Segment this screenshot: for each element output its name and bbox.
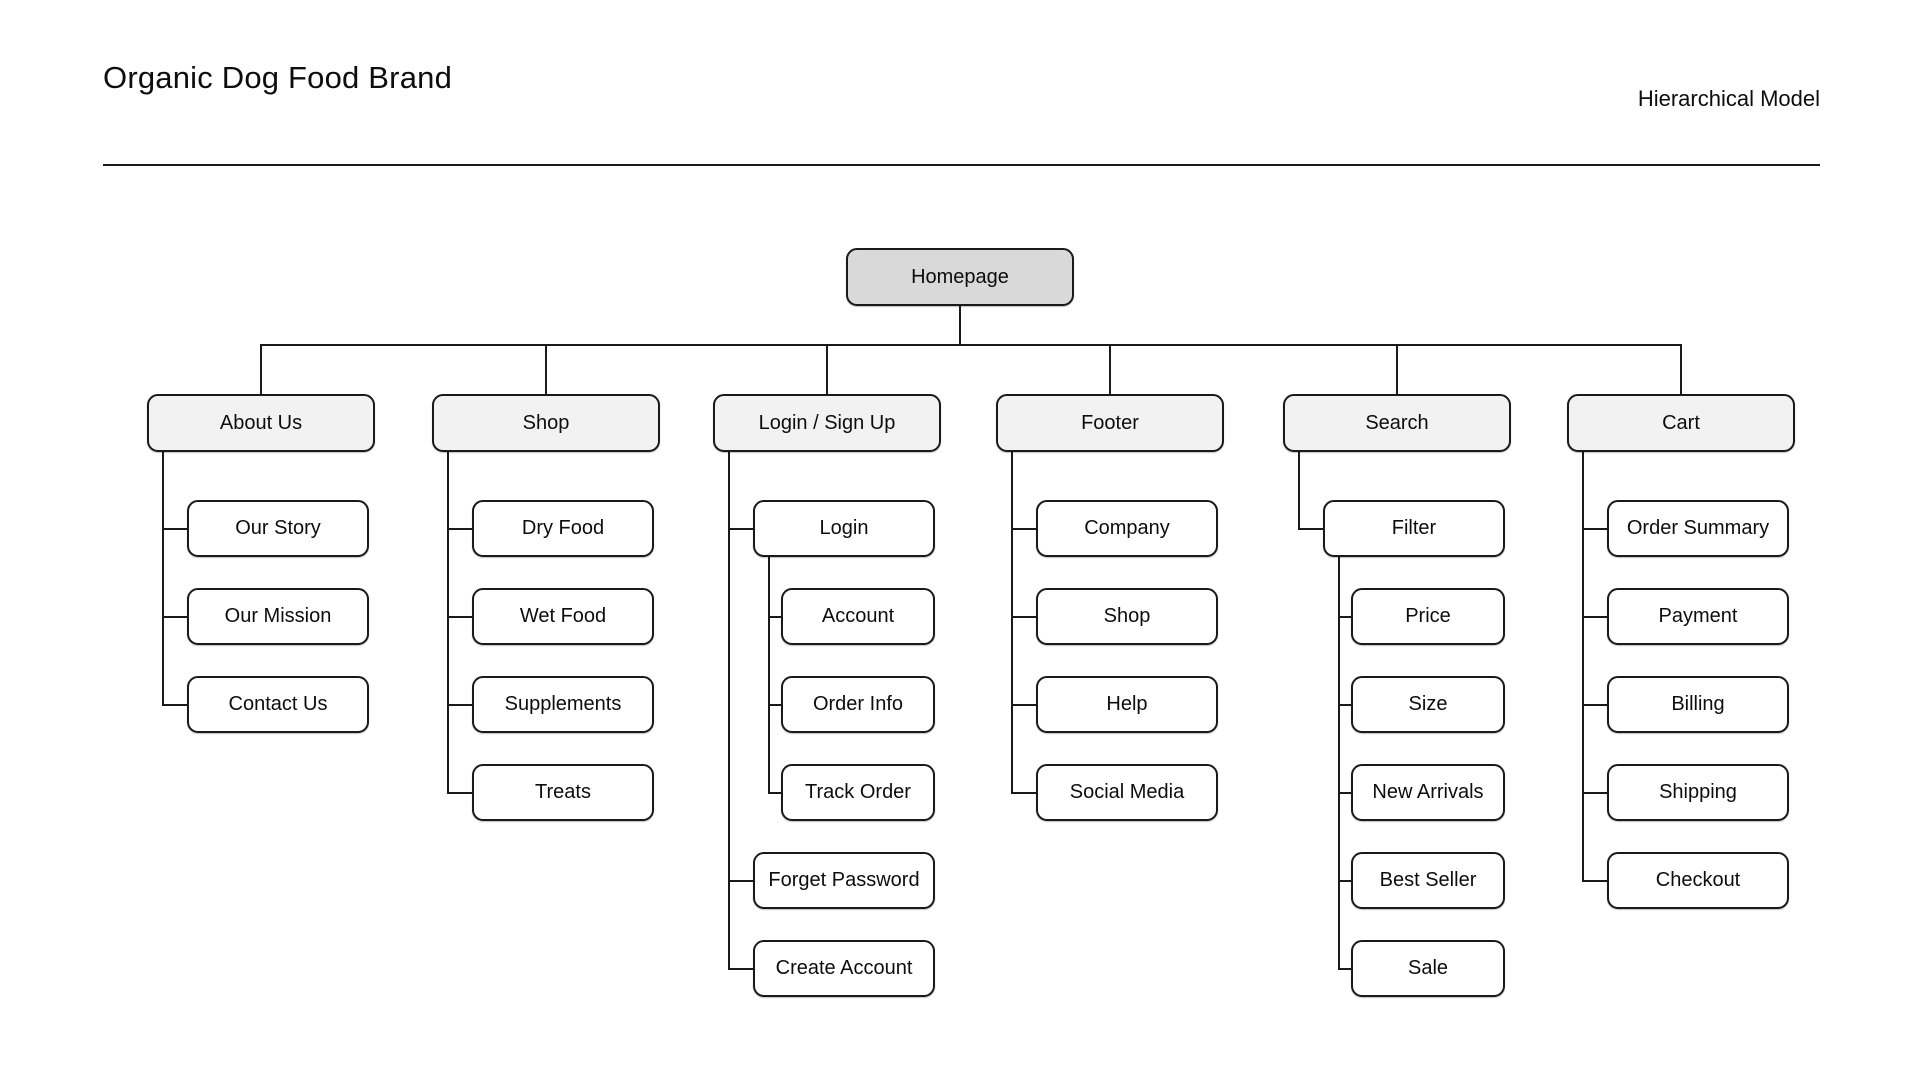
node-price[interactable]: Price [1351, 588, 1505, 645]
connector-elbow [1011, 792, 1038, 794]
node-footer[interactable]: Footer [996, 394, 1224, 452]
node-shipping[interactable]: Shipping [1607, 764, 1789, 821]
connector-stub-footer [1109, 344, 1111, 396]
page-title: Organic Dog Food Brand [103, 60, 453, 95]
node-forget-password[interactable]: Forget Password [753, 852, 935, 909]
node-our-mission[interactable]: Our Mission [187, 588, 369, 645]
connector-subtrunk-login [768, 555, 770, 794]
connector-elbow [1582, 792, 1609, 794]
node-company[interactable]: Company [1036, 500, 1218, 557]
connector-elbow [1011, 528, 1038, 530]
node-shop[interactable]: Shop [432, 394, 660, 452]
connector-elbow [1582, 528, 1609, 530]
node-size[interactable]: Size [1351, 676, 1505, 733]
connector-stub-login [826, 344, 828, 396]
connector-elbow [447, 528, 474, 530]
node-new-arrivals[interactable]: New Arrivals [1351, 764, 1505, 821]
connector-elbow [162, 616, 189, 618]
node-create-account[interactable]: Create Account [753, 940, 935, 997]
connector-elbow [768, 616, 783, 618]
connector-trunk-search [1298, 450, 1300, 530]
connector-subtrunk-filter [1338, 555, 1340, 970]
node-filter[interactable]: Filter [1323, 500, 1505, 557]
connector-root-stub [959, 306, 961, 346]
node-login-sign-up[interactable]: Login / Sign Up [713, 394, 941, 452]
node-login[interactable]: Login [753, 500, 935, 557]
connector-stub-cart [1680, 344, 1682, 396]
node-track-order[interactable]: Track Order [781, 764, 935, 821]
connector-elbow [1582, 880, 1609, 882]
connector-trunk-cart [1582, 450, 1584, 882]
connector-main-bus [260, 344, 1682, 346]
connector-trunk-about-us [162, 450, 164, 706]
node-cart[interactable]: Cart [1567, 394, 1795, 452]
connector-elbow [1338, 968, 1353, 970]
node-help[interactable]: Help [1036, 676, 1218, 733]
node-about-us[interactable]: About Us [147, 394, 375, 452]
node-wet-food[interactable]: Wet Food [472, 588, 654, 645]
node-payment[interactable]: Payment [1607, 588, 1789, 645]
node-contact-us[interactable]: Contact Us [187, 676, 369, 733]
model-type-label: Hierarchical Model [1637, 86, 1820, 111]
node-treats[interactable]: Treats [472, 764, 654, 821]
connector-elbow [447, 616, 474, 618]
node-social-media[interactable]: Social Media [1036, 764, 1218, 821]
connector-elbow [162, 528, 189, 530]
connector-trunk-login [728, 450, 730, 970]
connector-elbow [1338, 704, 1353, 706]
node-best-seller[interactable]: Best Seller [1351, 852, 1505, 909]
connector-elbow [1338, 616, 1353, 618]
connector-elbow [1582, 704, 1609, 706]
connector-elbow [1011, 704, 1038, 706]
connector-elbow [768, 704, 783, 706]
connector-trunk-footer [1011, 450, 1013, 794]
connector-elbow [1582, 616, 1609, 618]
connector-stub-about-us [260, 344, 262, 396]
connector-elbow [1338, 792, 1353, 794]
node-sale[interactable]: Sale [1351, 940, 1505, 997]
connector-elbow [447, 704, 474, 706]
connector-elbow [447, 792, 474, 794]
connector-elbow [162, 704, 189, 706]
node-dry-food[interactable]: Dry Food [472, 500, 654, 557]
connector-elbow [728, 968, 755, 970]
node-homepage[interactable]: Homepage [846, 248, 1074, 306]
connector-elbow [1298, 528, 1325, 530]
node-our-story[interactable]: Our Story [187, 500, 369, 557]
node-checkout[interactable]: Checkout [1607, 852, 1789, 909]
node-account[interactable]: Account [781, 588, 935, 645]
node-order-info[interactable]: Order Info [781, 676, 935, 733]
node-supplements[interactable]: Supplements [472, 676, 654, 733]
connector-elbow [728, 528, 755, 530]
connector-stub-shop [545, 344, 547, 396]
header-divider [103, 164, 1820, 166]
connector-elbow [1011, 616, 1038, 618]
connector-stub-search [1396, 344, 1398, 396]
connector-elbow [1338, 880, 1353, 882]
connector-elbow [728, 880, 755, 882]
node-order-summary[interactable]: Order Summary [1607, 500, 1789, 557]
node-footer-shop[interactable]: Shop [1036, 588, 1218, 645]
node-billing[interactable]: Billing [1607, 676, 1789, 733]
connector-trunk-shop [447, 450, 449, 794]
node-search[interactable]: Search [1283, 394, 1511, 452]
connector-elbow [768, 792, 783, 794]
